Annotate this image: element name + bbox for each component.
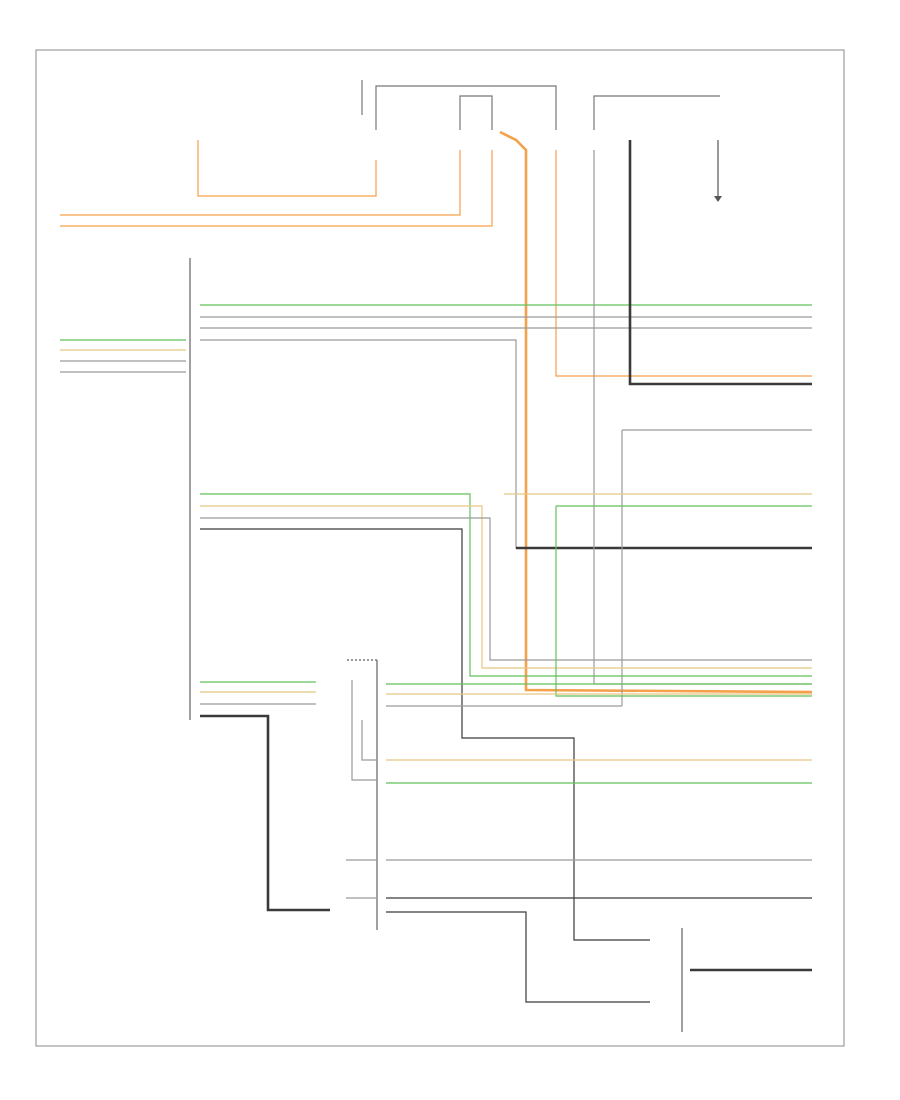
wire-black-15 bbox=[628, 140, 812, 386]
top-bracket-wire bbox=[375, 85, 557, 130]
wire-orange-3 bbox=[60, 150, 493, 227]
diagram-frame bbox=[35, 49, 845, 1047]
wire-green-25 bbox=[555, 506, 812, 697]
wire-tan-20 bbox=[200, 505, 812, 669]
wire-orange-1 bbox=[197, 140, 377, 197]
top-right-bracket bbox=[593, 95, 720, 130]
wire-black-40 bbox=[386, 911, 650, 1003]
ground-icon bbox=[714, 196, 722, 202]
wire-layer bbox=[60, 130, 813, 1003]
wire-orange-5 bbox=[555, 150, 812, 377]
wire-gray-36 bbox=[361, 720, 378, 761]
wire-gray-16 bbox=[593, 150, 812, 685]
wire-green-19 bbox=[200, 493, 812, 677]
wire-black-29 bbox=[200, 714, 330, 912]
wire-black-22 bbox=[200, 528, 650, 941]
wire-gray-21 bbox=[200, 517, 812, 661]
top-bracket-inner bbox=[459, 95, 493, 130]
wire-orange-4 bbox=[499, 130, 813, 694]
wire-gray-35 bbox=[351, 680, 378, 781]
wire-orange-2 bbox=[60, 150, 461, 216]
wire-gray-9 bbox=[200, 339, 812, 549]
